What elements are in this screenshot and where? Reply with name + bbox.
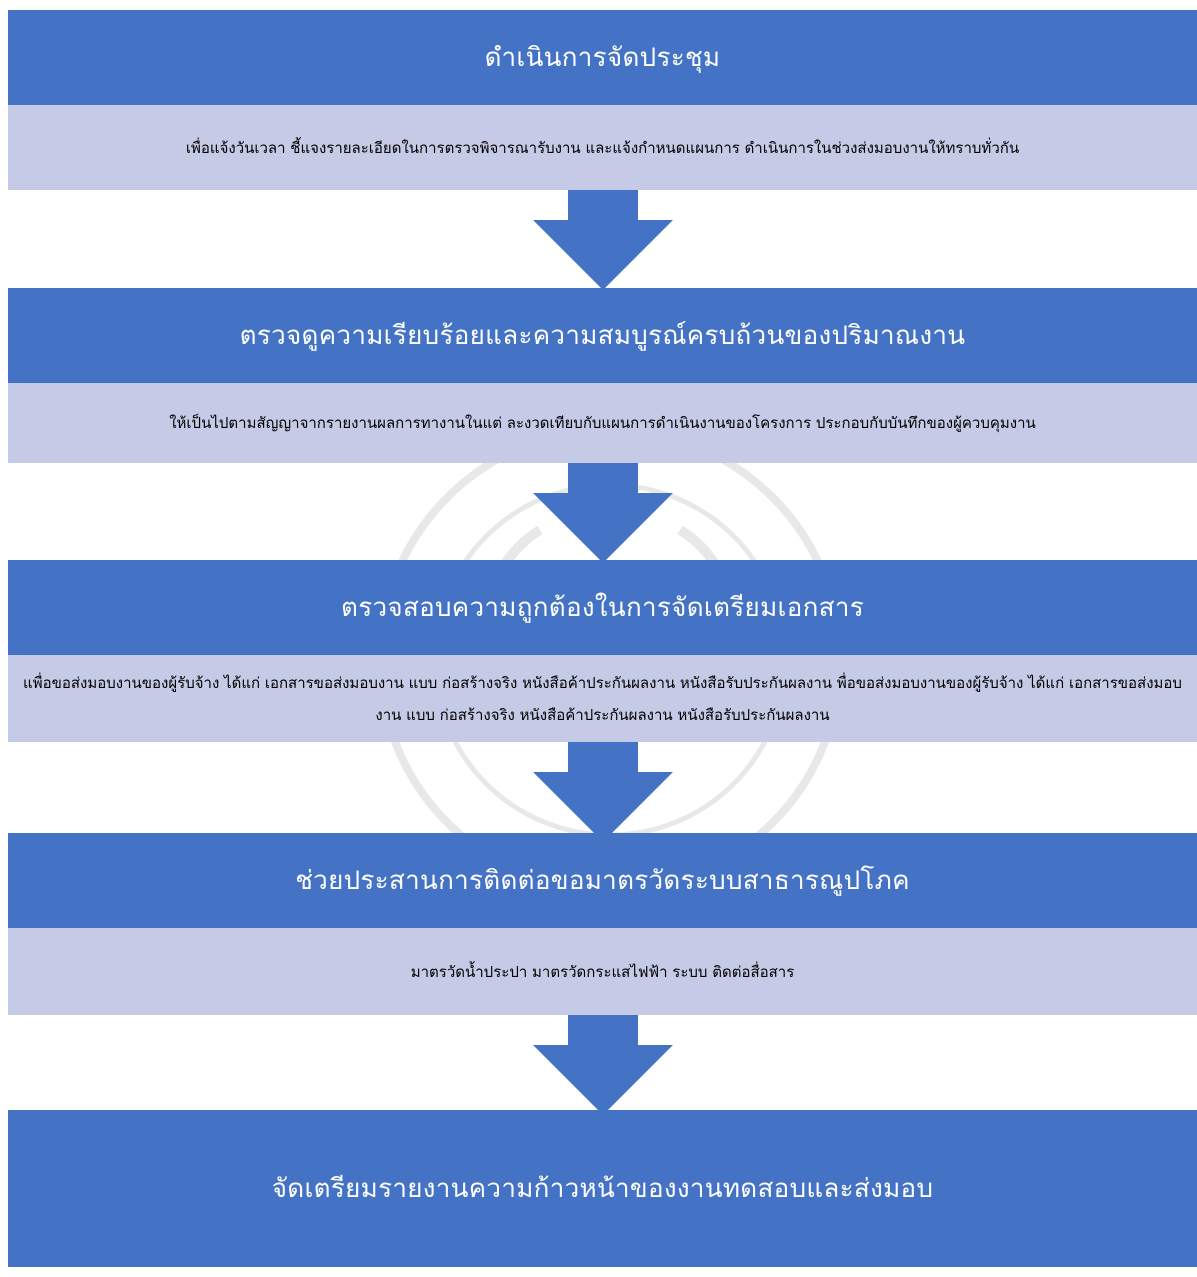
step-5-title: จัดเตรียมรายงานความก้าวหน้าของงานทดสอบแล… <box>8 1110 1197 1267</box>
step-1-description: เพื่อแจ้งวันเวลา ชี้แจงรายละเอียดในการตร… <box>8 105 1197 190</box>
step-1-title: ดำเนินการจัดประชุม <box>8 10 1197 105</box>
down-arrow-icon <box>533 190 673 290</box>
step-2-title: ตรวจดูความเรียบร้อยและความสมบูรณ์ครบถ้วน… <box>8 288 1197 383</box>
down-arrow-icon <box>533 742 673 842</box>
step-4-description: มาตรวัดน้ำประปา มาตรวัดกระแสไฟฟ้า ระบบ ต… <box>8 928 1197 1015</box>
step-4-title: ช่วยประสานการติดต่อขอมาตรวัดระบบสาธารณูป… <box>8 833 1197 928</box>
step-2-description: ให้เป็นไปตามสัญญาจากรายงานผลการทางานในแต… <box>8 383 1197 463</box>
step-3-description: แพื่อขอส่งมอบงานของผู้รับจ้าง ได้แก่ เอก… <box>8 655 1197 742</box>
step-3-title: ตรวจสอบความถูกต้องในการจัดเตรียมเอกสาร <box>8 560 1197 655</box>
down-arrow-icon <box>533 1015 673 1115</box>
down-arrow-icon <box>533 463 673 563</box>
